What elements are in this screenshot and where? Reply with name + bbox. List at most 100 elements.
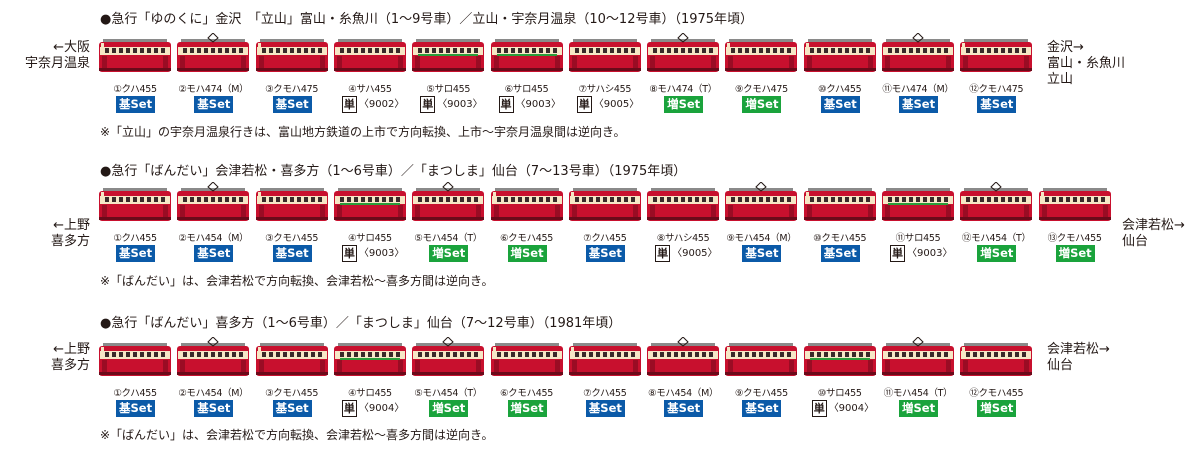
car-label: ⑥クモハ455	[499, 388, 554, 399]
section-note: ※「ばんだい」は、会津若松で方向転換、会津若松〜喜多方間は逆向き。	[100, 428, 494, 442]
car-label: ⑪モハ454（T）	[883, 388, 953, 399]
single-car-badge: 単〈9004〉	[811, 400, 875, 417]
car-label: ②モハ454（M）	[178, 233, 249, 244]
single-box: 単	[655, 245, 671, 262]
section-title: ●急行「ばんだい」会津若松・喜多方（1〜6号車）／「まつしま」仙台（7〜13号車…	[100, 164, 687, 179]
car-label: ②モハ454（M）	[178, 388, 249, 399]
basic-set-badge: 基Set	[742, 245, 782, 262]
car-label: ⑤モハ454（T）	[414, 233, 483, 244]
extension-set-badge: 増Set	[429, 245, 469, 262]
cab-car-icon	[255, 337, 328, 377]
extension-set-badge: 増Set	[507, 245, 547, 262]
basic-set-badge: 基Set	[194, 96, 234, 113]
car-label: ⑪モハ474（M）	[882, 84, 954, 95]
extension-set-badge: 増Set	[977, 245, 1017, 262]
car-number: 〈9004〉	[828, 403, 875, 414]
car-label: ①クハ455	[113, 233, 157, 244]
cab-car-icon	[99, 182, 171, 222]
car-label: ⑤モハ454（T）	[414, 388, 483, 399]
cab-car-icon	[960, 33, 1033, 73]
car-label: ③クモハ455	[265, 388, 319, 399]
car-label: ③クモハ455	[265, 233, 319, 244]
car-number: 〈9004〉	[358, 403, 405, 414]
left-direction: ←上野 喜多方	[50, 218, 90, 249]
cab-car-icon	[803, 182, 876, 222]
cab-car-icon	[1038, 182, 1111, 222]
cab-car-icon	[803, 33, 876, 73]
green-car-icon	[333, 182, 406, 222]
pantograph-car-icon	[882, 337, 954, 377]
formation-section-1975-yunokuni: ●急行「ゆのくに」金沢 「立山」富山・糸魚川（1〜9号車）／立山・宇奈月温泉（1…	[0, 8, 1200, 153]
single-car-badge: 単〈9005〉	[576, 96, 640, 113]
basic-set-badge: 基Set	[899, 96, 939, 113]
green-car-icon	[412, 33, 485, 73]
car-label: ⑨モハ454（M）	[726, 233, 797, 244]
car-label: ⑪サロ455	[895, 233, 941, 244]
formation-section-1981-bandai: ●急行「ばんだい」喜多方（1〜6号車）／「まつしま」仙台（7〜12号車）（198…	[0, 312, 1200, 457]
cab-car-icon	[490, 182, 563, 222]
single-car-badge: 単〈9003〉	[341, 245, 404, 262]
formation-section-1975-bandai: ●急行「ばんだい」会津若松・喜多方（1〜6号車）／「まつしま」仙台（7〜13号車…	[0, 160, 1200, 305]
car-number: 〈9003〉	[515, 99, 561, 110]
extension-set-badge: 増Set	[429, 400, 469, 417]
trailer-car-icon	[333, 33, 406, 73]
left-direction: ←大阪 宇奈月温泉	[24, 40, 90, 71]
single-car-badge: 単〈9003〉	[890, 245, 952, 262]
pantograph-car-icon	[960, 182, 1033, 222]
pantograph-car-icon	[412, 337, 485, 377]
basic-set-badge: 基Set	[272, 96, 312, 113]
basic-set-badge: 基Set	[742, 400, 782, 417]
extension-set-badge: 増Set	[1055, 245, 1095, 262]
basic-set-badge: 基Set	[664, 400, 704, 417]
basic-set-badge: 基Set	[116, 400, 156, 417]
car-label: ⑦クハ455	[583, 388, 627, 399]
single-box: 単	[890, 245, 905, 262]
car-label: ⑤サロ455	[426, 84, 471, 95]
car-number: 〈9005〉	[593, 99, 640, 110]
single-box: 単	[420, 96, 436, 113]
car-number: 〈9003〉	[907, 248, 953, 259]
cab-car-icon	[725, 33, 798, 73]
section-title: ●急行「ばんだい」喜多方（1〜6号車）／「まつしま」仙台（7〜12号車）（198…	[100, 316, 622, 331]
car-label: ①クハ455	[113, 388, 157, 399]
car-number: 〈9003〉	[437, 99, 483, 110]
car-label: ⑥クモハ455	[499, 233, 554, 244]
cab-car-icon	[725, 337, 798, 377]
green-car-icon	[333, 337, 406, 377]
basic-set-badge: 基Set	[272, 245, 312, 262]
cab-car-icon	[568, 337, 641, 377]
single-car-badge: 単〈9005〉	[655, 245, 718, 262]
pantograph-car-icon	[177, 33, 250, 73]
buffet-car-icon	[568, 33, 641, 73]
car-label: ⑫クモハ475	[969, 84, 1024, 95]
right-direction: 金沢→ 富山・糸魚川 立山	[1047, 40, 1126, 87]
car-label: ④サロ455	[347, 233, 392, 244]
single-box: 単	[811, 400, 827, 417]
basic-set-badge: 基Set	[820, 245, 860, 262]
basic-set-badge: 基Set	[272, 400, 312, 417]
left-direction: ←上野 喜多方	[50, 342, 90, 373]
car-label: ⑫モハ454（T）	[961, 233, 1031, 244]
basic-set-badge: 基Set	[585, 245, 625, 262]
cab-car-icon	[99, 337, 171, 377]
single-box: 単	[341, 245, 357, 262]
car-label: ③クモハ475	[265, 84, 319, 95]
green-car-icon	[490, 33, 563, 73]
section-note: ※「ばんだい」は、会津若松で方向転換、会津若松〜喜多方間は逆向き。	[100, 274, 494, 288]
car-label: ④サロ455	[347, 388, 392, 399]
car-label: ⑩サロ455	[817, 388, 862, 399]
car-label: ①クハ455	[113, 84, 157, 95]
extension-set-badge: 増Set	[899, 400, 939, 417]
cab-car-icon	[568, 182, 641, 222]
car-label: ⑧サハシ455	[656, 233, 710, 244]
cab-car-icon	[490, 337, 563, 377]
section-note: ※「立山」の宇奈月温泉行きは、富山地方鉄道の上市で方向転換、上市〜宇奈月温泉間は…	[100, 125, 626, 139]
basic-set-badge: 基Set	[194, 245, 234, 262]
pantograph-car-icon	[177, 337, 250, 377]
car-label: ⑥サロ455	[504, 84, 549, 95]
single-car-badge: 単〈9004〉	[341, 400, 405, 417]
car-label: ⑩クモハ455	[813, 233, 867, 244]
car-label: ⑦サハシ455	[578, 84, 632, 95]
basic-set-badge: 基Set	[194, 400, 234, 417]
basic-set-badge: 基Set	[116, 96, 156, 113]
